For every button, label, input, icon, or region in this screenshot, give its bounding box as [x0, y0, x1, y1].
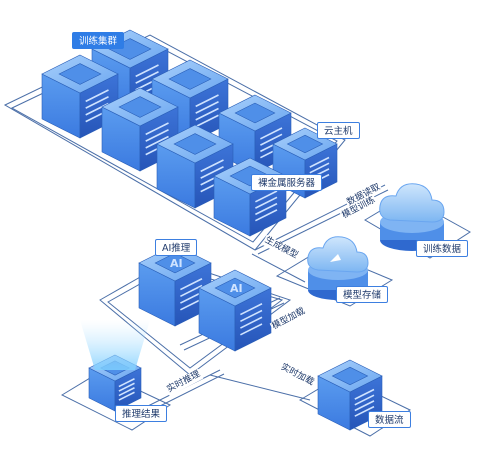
inference-cube-1-vent — [180, 291, 203, 304]
inference-result-label: 推理结果 — [115, 405, 168, 422]
server-cube-2-top-panel — [58, 63, 102, 85]
data-stream-cube-vent — [354, 400, 375, 412]
bare-metal-cube-vent — [255, 196, 278, 209]
server-cube-1-vent — [135, 71, 159, 84]
server-cube-5-vent — [260, 127, 283, 140]
server-cube-2-vent — [85, 96, 109, 109]
bare-metal-cube-vent — [255, 190, 278, 203]
inference-cube-2-vent — [240, 309, 263, 323]
inference-result-cube-vent — [118, 391, 135, 401]
inference-cube-1-top-panel — [154, 252, 196, 274]
upload-arrow-icon — [330, 254, 341, 262]
inference-cube-1-chip-text: AI — [170, 257, 183, 270]
inference-cube-2-vent — [240, 316, 263, 329]
server-cube-2-vent — [85, 89, 109, 103]
ai-inference-label: AI推理 — [155, 239, 198, 256]
server-cube-3-vent — [195, 114, 219, 128]
server-cube-4-vent — [145, 122, 169, 136]
server-cube-3-vent — [195, 107, 219, 121]
data-stream-cube-top-panel — [331, 366, 369, 386]
cloud-host-cube-top-panel — [286, 134, 324, 154]
server-cube-3-vent — [195, 94, 219, 108]
inference-cube-2: AI — [198, 269, 272, 352]
server-cube-3-top-panel — [168, 68, 212, 90]
server-cube-4-top-panel — [118, 96, 162, 118]
data-stream-cube-vent — [354, 388, 375, 400]
server-cube-6-vent — [200, 159, 224, 173]
data-stream-cube-vent — [354, 405, 375, 417]
server-cubes: AI AI — [41, 29, 383, 431]
server-cube-4-vent — [145, 135, 169, 149]
inference-cube-1-vent — [180, 284, 203, 298]
server-cube-5 — [218, 94, 292, 174]
server-cube-1-vent — [135, 64, 159, 78]
bare-metal-cube-vent — [255, 209, 278, 222]
data-stream-cube-vent — [354, 394, 375, 406]
inference-cube-2-chip-text: AI — [230, 282, 243, 295]
result-light-beam — [80, 320, 150, 370]
server-cube-5-vent — [260, 133, 283, 146]
inference-cube-2-top-panel — [214, 277, 256, 299]
connector-stream-to-inference — [209, 374, 311, 401]
server-cube-5-top-panel — [234, 102, 276, 124]
cloud-host-cube-vent — [309, 156, 330, 168]
server-cube-4-vent — [145, 129, 169, 142]
bare-metal-label: 裸金属服务器 — [251, 174, 323, 191]
cloud-host-cube-vent — [309, 162, 330, 174]
inference-result-cube-vent — [118, 378, 135, 388]
inference-result-cube-vent — [118, 387, 135, 397]
server-cube-6-top-panel — [173, 133, 217, 155]
server-cube-3-vent — [195, 101, 219, 114]
inference-cube-1-vent — [180, 298, 203, 311]
server-cube-6-vent — [200, 166, 224, 179]
data-stream-label: 数据流 — [368, 411, 411, 428]
bare-metal-cube — [213, 157, 287, 237]
training-cluster-label: 训练集群 — [72, 32, 125, 49]
inference-result-cube-vent — [118, 382, 135, 392]
bare-metal-cube-vent — [255, 202, 278, 216]
model-storage-label: 模型存储 — [336, 286, 389, 303]
cloud-host-label: 云主机 — [317, 122, 360, 139]
result-platform — [60, 371, 172, 431]
training-data-label: 训练数据 — [416, 240, 469, 257]
inference-cube-2-vent — [240, 303, 263, 316]
inference-cube-1-vent — [180, 278, 203, 291]
inference-cube-2-vent — [240, 323, 263, 336]
connector-cluster-to-storage — [251, 253, 306, 283]
